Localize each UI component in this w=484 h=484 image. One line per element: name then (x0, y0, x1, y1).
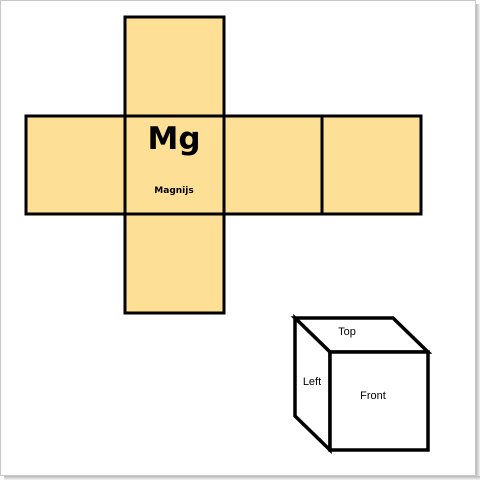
cube-front-label: Front (360, 390, 386, 402)
cube-net (24, 15, 423, 315)
cube-3d (290, 313, 433, 455)
element-name: Magnijs (154, 186, 193, 196)
cube-top-label: Top (338, 326, 356, 338)
cube-front-face (328, 350, 430, 452)
cube-left-label: Left (303, 376, 321, 388)
net-face-top (123, 15, 226, 118)
net-face-left (24, 114, 127, 216)
element-symbol: Mg (147, 121, 200, 157)
net-face-right (222, 114, 324, 216)
net-face-back (320, 114, 423, 216)
frame-shadow-bottom (4, 476, 480, 480)
frame-shadow-right (476, 4, 480, 480)
net-face-bottom (123, 212, 226, 315)
